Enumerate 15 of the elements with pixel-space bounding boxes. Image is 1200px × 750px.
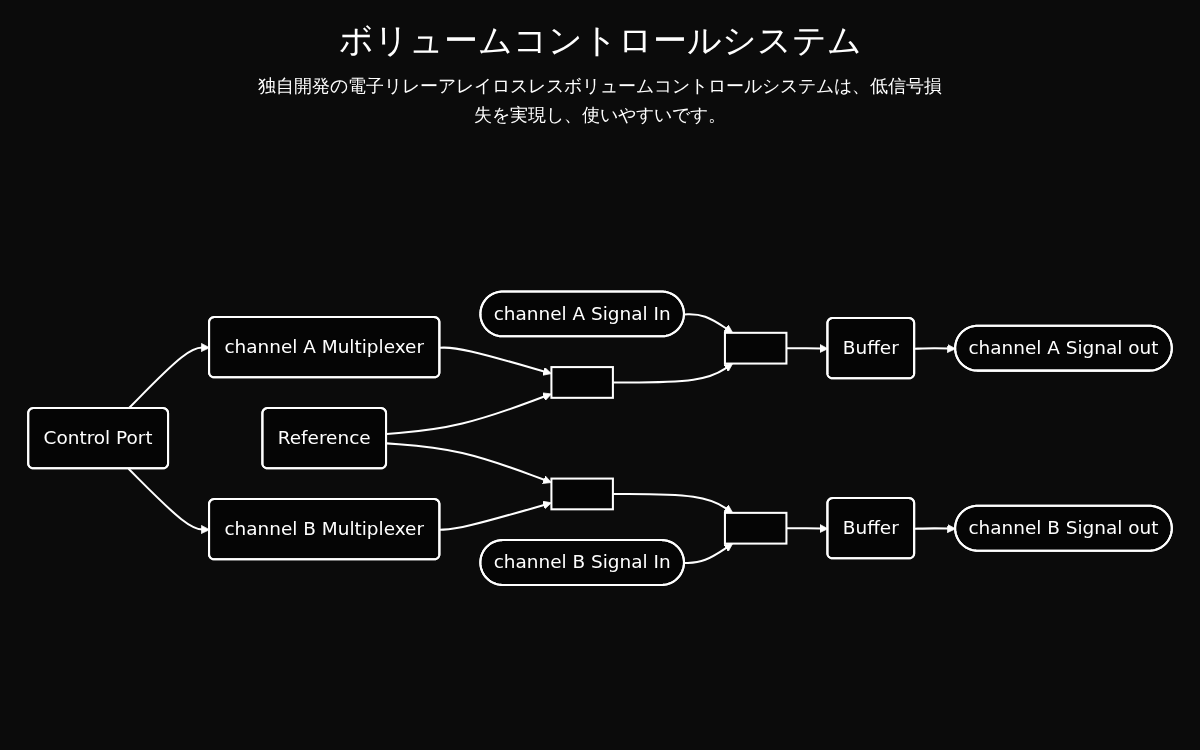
arrow bbox=[684, 542, 734, 564]
arrow bbox=[386, 392, 552, 435]
arrow bbox=[439, 346, 552, 376]
arrow bbox=[127, 467, 210, 534]
arrow bbox=[386, 441, 552, 484]
node-box bbox=[550, 365, 614, 399]
description-text: 独自開発の電子リレーアレイロスレスボリュームコントロールシステムは、低信号損失を実現し、使いやすいです。 bbox=[257, 74, 943, 127]
arrow bbox=[612, 362, 734, 384]
node-box bbox=[723, 511, 788, 545]
arrow bbox=[612, 492, 734, 513]
title: ボリュームコントロールシステム bbox=[338, 19, 862, 62]
arrow bbox=[684, 312, 734, 333]
node-box bbox=[550, 477, 614, 510]
arrow bbox=[439, 500, 552, 531]
node-box bbox=[723, 331, 788, 365]
